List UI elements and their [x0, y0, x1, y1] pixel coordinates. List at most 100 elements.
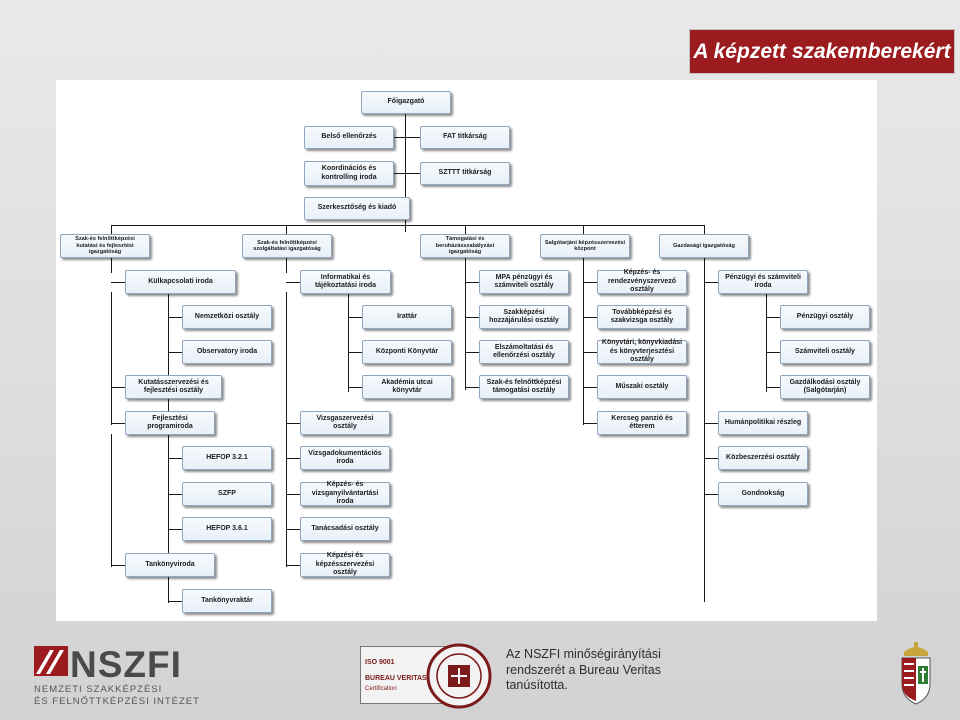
- stub-2: [286, 282, 300, 283]
- coordination-office-box: Koordinációs és kontrolling iroda: [304, 161, 394, 186]
- hefop-361-box: HEFOP 3.6.1: [182, 517, 272, 541]
- nszfi-wordmark: NSZFI: [70, 644, 182, 685]
- stub-14: [168, 601, 182, 602]
- dir-drop-1: [111, 225, 112, 234]
- col2c-spine: [286, 292, 287, 567]
- event-org-box: Képzés- és rendezvényszervező osztály: [597, 269, 687, 294]
- cert-statement-line3: tanúsította.: [506, 678, 568, 692]
- directorate-support-box: Támogatási és beruházásszabályzási igazg…: [420, 234, 510, 258]
- foreign-relations-box: Külkapcsolati iroda: [125, 270, 236, 294]
- col1-spine: [111, 257, 112, 273]
- dir-drop-3: [465, 225, 466, 234]
- coat-of-arms-icon: [901, 642, 931, 705]
- accounts-dept-box: Számviteli osztály: [780, 340, 870, 364]
- kercseg-box: Kercseg panzió és étterem: [597, 411, 687, 435]
- dir-drop-5: [704, 225, 705, 234]
- directorate-salgotarjan-box: Salgótarjáni képzésszervezési központ: [540, 234, 630, 258]
- col2-spine: [286, 257, 287, 273]
- management-salgotarjan-box: Gazdálkodási osztály (Salgótarján): [780, 375, 870, 399]
- textbook-office-box: Tankönyviroda: [125, 553, 215, 577]
- editorial-box: Szerkesztőség és kiadó: [304, 197, 410, 220]
- stub-13: [111, 565, 125, 566]
- stub-24: [465, 352, 479, 353]
- institute-name-line2: ÉS FELNŐTTKÉPZÉSI INTÉZET: [34, 696, 200, 707]
- fat-secretariat-box: FAT titkárság: [420, 126, 510, 149]
- cert-statement-line1: Az NSZFI minőségirányítási: [506, 647, 661, 661]
- training-support-box: Szak-és felnőttképzési támogatási osztál…: [479, 375, 569, 399]
- stub-7: [168, 352, 182, 353]
- col3-spine: [465, 257, 466, 390]
- central-library-box: Központi Könyvtár: [362, 340, 452, 364]
- it-office-box: Informatikai és tájékoztatási iroda: [300, 270, 391, 294]
- research-dept-box: Kutatásszervezési és fejlesztési osztály: [125, 375, 222, 399]
- stub-27: [583, 352, 597, 353]
- stub-11: [168, 494, 182, 495]
- stub-1: [111, 282, 125, 283]
- stub-29: [583, 423, 597, 424]
- directorate-services-box: Szak-és felnőttképzési szolgáltatási iga…: [242, 234, 332, 258]
- stub-33: [704, 423, 718, 424]
- director-general-box: Főigazgató: [361, 91, 451, 114]
- stub-25: [465, 387, 479, 388]
- stub-32: [766, 387, 780, 388]
- dev-programme-box: Fejlesztési programiroda: [125, 411, 215, 435]
- consulting-box: Tanácsadási osztály: [300, 517, 390, 541]
- col5b-spine: [766, 292, 767, 392]
- directorate-finance-box: Gazdasági igazgatóság: [659, 234, 749, 258]
- col1-spine-lower: [111, 292, 112, 425]
- training-registry-box: Képzés- és vizsganyilvántartási iroda: [300, 481, 390, 506]
- stub-22: [286, 565, 300, 566]
- stub-9: [111, 423, 125, 424]
- textbook-warehouse-box: Tankönyvraktár: [182, 589, 272, 613]
- stub-6: [168, 317, 182, 318]
- internal-audit-box: Belső ellenőrzés: [304, 126, 394, 149]
- stub-26: [583, 317, 597, 318]
- archive-box: Irattár: [362, 305, 452, 329]
- sztt-secretariat-box: SZTTT titkárság: [420, 162, 510, 185]
- stub-5: [704, 282, 718, 283]
- stub-16: [348, 352, 362, 353]
- spine-top: [405, 112, 406, 232]
- stub-15: [348, 317, 362, 318]
- iso-label: ISO 9001: [365, 659, 395, 666]
- nszfi-emblem-icon: [34, 646, 68, 676]
- accounting-control-box: Elszámoltatási és ellenőrzési osztály: [479, 340, 569, 364]
- observatory-box: Observatory iroda: [182, 340, 272, 364]
- col2b-spine: [348, 292, 349, 392]
- bureau-veritas-label: BUREAU VERITAS: [365, 675, 427, 682]
- procurement-box: Közbeszerzési osztály: [718, 446, 808, 470]
- finance-office-box: Pénzügyi és számviteli iroda: [718, 270, 808, 294]
- stub-3: [465, 282, 479, 283]
- certification-statement: Az NSZFI minőségirányítási rendszerét a …: [506, 647, 676, 694]
- org-chart: Főigazgató Belső ellenőrzés FAT titkársá…: [56, 80, 877, 621]
- technical-dept-box: Műszaki osztály: [597, 375, 687, 399]
- mpa-finance-box: MPA pénzügyi és számviteli osztály: [479, 270, 569, 294]
- finance-dept-box: Pénzügyi osztály: [780, 305, 870, 329]
- stub-4: [583, 282, 597, 283]
- stub-30: [766, 317, 780, 318]
- institute-name-line1: NEMZETI SZAKKÉPZÉSI: [34, 684, 163, 695]
- stub-34: [704, 458, 718, 459]
- stub-35: [704, 494, 718, 495]
- stub-18: [286, 423, 300, 424]
- stub-10: [168, 458, 182, 459]
- col5-spine: [704, 257, 705, 602]
- staff-connector-1: [371, 137, 422, 138]
- slide-title: A képzett szakemberekért: [689, 29, 955, 74]
- stub-19: [286, 458, 300, 459]
- col1b-spine: [168, 292, 169, 603]
- stub-20: [286, 494, 300, 495]
- international-dept-box: Nemzetközi osztály: [182, 305, 272, 329]
- cert-statement-line2: rendszerét a Bureau Veritas: [506, 662, 661, 677]
- stub-12: [168, 529, 182, 530]
- exam-docs-box: Vizsgadokumentációs iroda: [300, 446, 390, 470]
- col4-spine: [583, 257, 584, 425]
- dir-drop-4: [583, 225, 584, 234]
- bureau-veritas-seal-icon: [426, 643, 492, 709]
- further-training-box: Továbbképzési és szakvizsga osztály: [597, 305, 687, 329]
- akademia-library-box: Akadémia utcai könyvtár: [362, 375, 452, 399]
- col1c-spine: [111, 434, 112, 567]
- stub-28: [583, 387, 597, 388]
- facilities-box: Gondnokság: [718, 482, 808, 506]
- directorate-research-box: Szak-és felnőttképzési kutatási és fejle…: [60, 234, 150, 258]
